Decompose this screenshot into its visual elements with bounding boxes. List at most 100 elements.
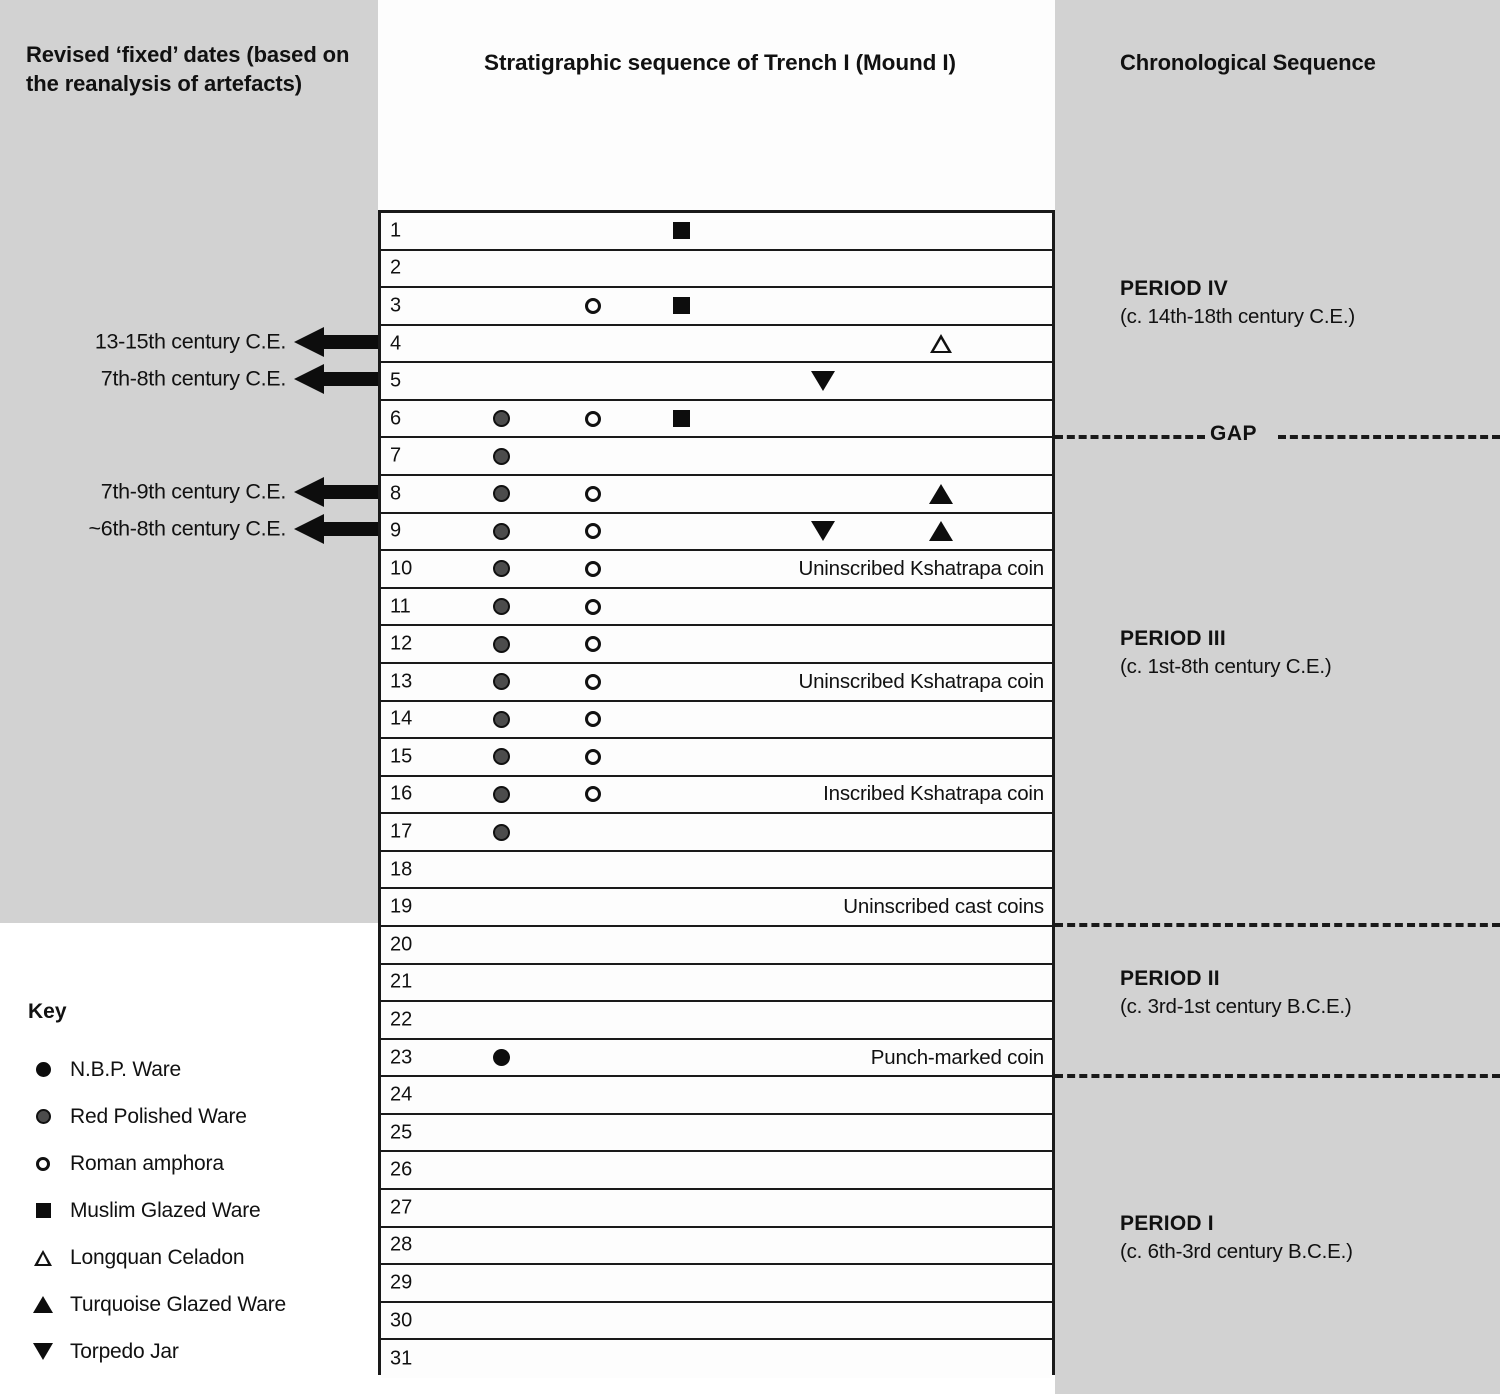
amphora-icon (585, 748, 601, 765)
artefact-symbol-nbp (490, 1047, 512, 1069)
period-ii-i-boundary (1055, 1074, 1500, 1078)
table-row: 15 (381, 739, 1052, 777)
key-item: Torpedo Jar (28, 1328, 286, 1375)
rpw-icon (492, 748, 510, 766)
table-row: 9 (381, 513, 1052, 552)
gap-dash-line-right (1278, 435, 1500, 439)
artefact-symbol-muslim (670, 295, 692, 317)
period-name: PERIOD III (1120, 627, 1226, 650)
gap-label: GAP (1210, 422, 1258, 445)
artefact-symbol-amphora (582, 483, 604, 505)
period-date-range: (c. 14th-18th century C.E.) (1120, 305, 1356, 329)
layer-number: 7 (390, 444, 402, 467)
table-row: 13 Uninscribed Kshatrapa coin (381, 663, 1052, 702)
left-pointing-arrow-icon (294, 476, 378, 507)
artefact-symbol-rpw (490, 558, 512, 580)
table-row: 7 (381, 438, 1052, 477)
period-iii-ii-boundary (1055, 923, 1500, 927)
key-item: Longquan Celadon (28, 1234, 286, 1281)
muslim-icon (672, 410, 690, 428)
rpw-icon (492, 823, 510, 841)
key-title: Key (28, 1000, 67, 1023)
key-item-label: Turquoise Glazed Ware (70, 1292, 287, 1316)
key-item-label: Muslim Glazed Ware (70, 1198, 261, 1222)
filled-triangle-up-icon (28, 1293, 58, 1317)
amphora-icon (585, 711, 601, 728)
date-annotation: ~6th-8th century C.E. (0, 511, 378, 549)
period-label: PERIOD I (c. 6th-3rd century B.C.E.) (1120, 1210, 1353, 1266)
layer-number: 2 (390, 256, 402, 279)
period-name: PERIOD I (1120, 1212, 1214, 1235)
layer-find-note: Uninscribed Kshatrapa coin (798, 556, 1045, 580)
period-name: PERIOD IV (1120, 277, 1228, 300)
rpw-icon (492, 710, 510, 728)
rpw-icon (492, 598, 510, 616)
artefact-symbol-rpw (490, 408, 512, 430)
celadon-icon (930, 334, 952, 354)
left-pointing-arrow-icon (294, 364, 378, 395)
artefact-symbol-celadon (930, 333, 952, 355)
amphora-icon (585, 786, 601, 803)
layer-number: 13 (390, 670, 413, 693)
artefact-symbol-turquoise (929, 483, 953, 505)
table-row: 2 (381, 250, 1052, 289)
layer-number: 8 (390, 482, 402, 505)
key-item: Muslim Glazed Ware (28, 1187, 286, 1234)
layer-number: 22 (390, 1008, 413, 1031)
layer-number: 25 (390, 1121, 413, 1144)
artefact-symbol-rpw (490, 671, 512, 693)
layer-number: 27 (390, 1196, 413, 1219)
layer-number: 23 (390, 1046, 413, 1068)
layer-number: 17 (390, 820, 413, 843)
layer-find-note: Uninscribed cast coins (843, 895, 1044, 919)
celadon-glyph (34, 1249, 52, 1266)
left-gray-panel (0, 0, 378, 923)
amphora-icon (585, 410, 601, 427)
open-circle-icon (28, 1152, 58, 1176)
rpw-icon (492, 785, 510, 803)
layer-number: 12 (390, 632, 413, 655)
table-row: 20 (381, 926, 1052, 965)
key-item: N.B.P. Ware (28, 1046, 286, 1093)
key-item: Red Polished Ware (28, 1093, 286, 1140)
artefact-symbol-rpw (490, 445, 512, 467)
layer-number: 18 (390, 858, 413, 881)
table-row: 5 (381, 363, 1052, 401)
layer-number: 6 (390, 407, 402, 430)
period-label: PERIOD IV (c. 14th-18th century C.E.) (1120, 275, 1355, 331)
layer-find-note: Uninscribed Kshatrapa coin (798, 669, 1045, 693)
amphora-icon (585, 560, 601, 577)
revised-date-label: ~6th-8th century C.E. (88, 516, 287, 541)
artefact-symbol-rpw (490, 821, 512, 843)
rpw-icon (492, 410, 510, 428)
rpw-icon (492, 485, 510, 503)
table-row: 26 (381, 1152, 1052, 1191)
left-pointing-arrow-icon (294, 326, 378, 357)
layer-number: 19 (390, 895, 413, 918)
table-row: 1 (381, 213, 1052, 251)
date-annotation: 7th-8th century C.E. (0, 360, 378, 398)
artefact-symbol-amphora (582, 408, 604, 430)
layer-number: 31 (390, 1347, 413, 1370)
layer-number: 16 (390, 782, 413, 805)
artefact-symbol-rpw (490, 520, 512, 542)
key-item-label: N.B.P. Ware (70, 1057, 182, 1081)
artefact-symbol-amphora (582, 708, 604, 730)
date-annotation: 7th-9th century C.E. (0, 473, 378, 511)
amphora-icon (585, 598, 601, 615)
artefact-symbol-amphora (582, 671, 604, 693)
table-row: 18 (381, 851, 1052, 890)
muslim-icon (672, 297, 690, 315)
table-row: 8 (381, 476, 1052, 514)
half-filled-circle-icon (28, 1105, 58, 1129)
table-row: 29 (381, 1265, 1052, 1303)
rpw-icon (492, 522, 510, 540)
left-pointing-arrow-icon (294, 514, 378, 545)
revised-date-label: 7th-8th century C.E. (100, 366, 287, 391)
amphora-icon (585, 523, 601, 540)
period-date-range: (c. 6th-3rd century B.C.E.) (1120, 1240, 1353, 1264)
artefact-symbol-amphora (582, 295, 604, 317)
period-label: PERIOD III(c. 1st-8th century C.E.) (1120, 625, 1332, 681)
